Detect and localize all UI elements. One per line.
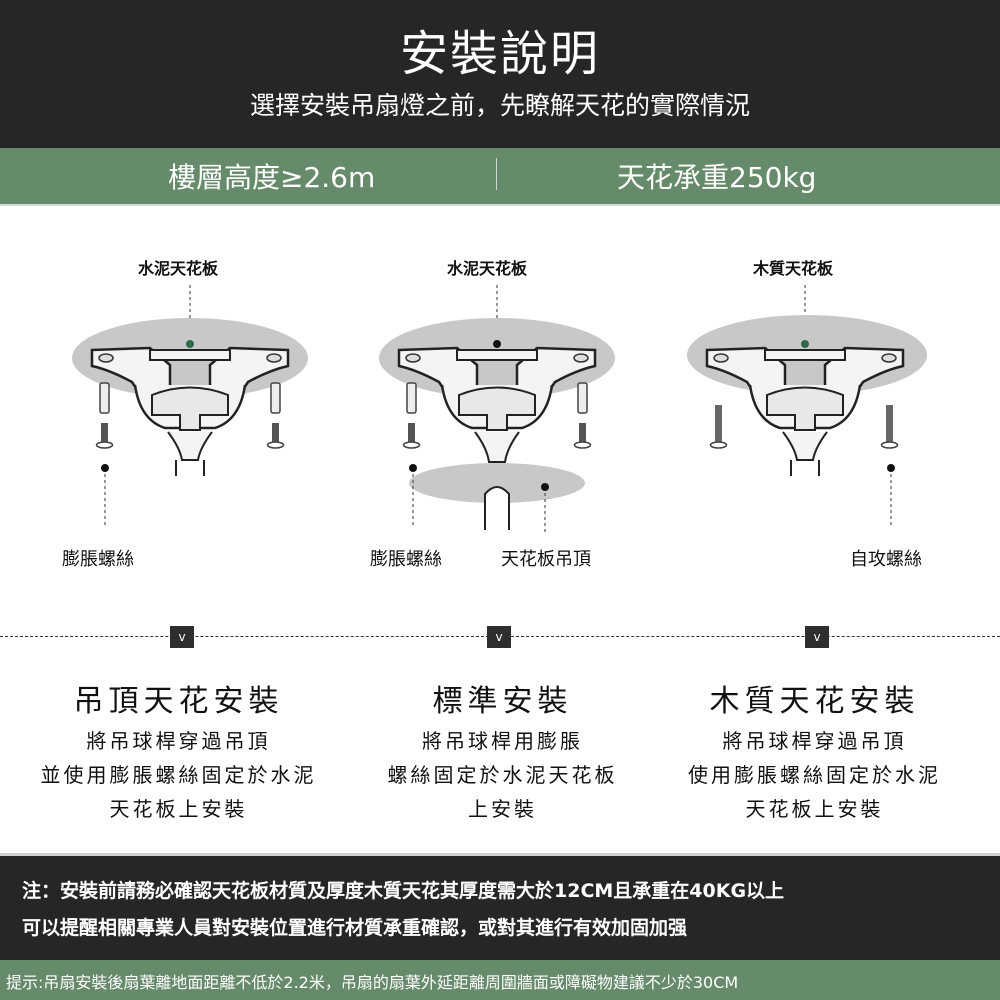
method-line: 並使用膨脹螺絲固定於水泥 xyxy=(40,763,317,787)
method-line: 將吊球桿穿過吊頂 xyxy=(86,729,271,753)
ceiling-load-spec: 天花承重250kg xyxy=(617,161,817,194)
method-line: 使用膨脹螺絲固定於水泥 xyxy=(688,763,941,787)
diagram-bottom-label: 自攻螺絲 xyxy=(850,549,922,570)
page-subtitle: 選擇安裝吊扇燈之前，先瞭解天花的實際情況 xyxy=(249,91,750,120)
chevron-down-icon: v xyxy=(805,626,829,648)
tip-bar: 提示:吊扇安裝後扇葉離地面距離不低於2.2米，吊扇的扇葉外延距離周圍牆面或障礙物… xyxy=(0,960,1000,1000)
method-title: 吊頂天花安裝 xyxy=(73,684,284,719)
diagram-bottom-label-screws: 膨脹螺絲 xyxy=(370,549,442,570)
method-line: 上安裝 xyxy=(468,797,537,821)
install-method-suspended: 吊頂天花安裝 將吊球桿穿過吊頂 並使用膨脹螺絲固定於水泥 天花板上安裝 xyxy=(12,676,345,826)
page-title: 安裝說明 xyxy=(399,26,600,82)
method-title: 木質天花安裝 xyxy=(709,684,920,719)
method-line: 天花板上安裝 xyxy=(745,797,884,821)
floor-height-spec: 樓層高度≥2.6m xyxy=(168,161,376,194)
method-line: 將吊球桿用膨脹 xyxy=(422,729,583,753)
diagram-standard: 水泥天花板 膨脹螺絲 天花板吊頂 xyxy=(350,240,670,580)
chevron-down-icon: v xyxy=(487,626,511,648)
chevron-down-icon: v xyxy=(170,626,194,648)
note-panel: 注：安裝前請務必確認天花板材質及厚度木質天花其厚度需大於12CM且承重在40KG… xyxy=(0,853,1000,960)
spec-bar: 樓層高度≥2.6m 天花承重250kg xyxy=(0,148,1000,206)
diagram-bottom-label: 膨脹螺絲 xyxy=(62,549,134,570)
diagram-top-label: 水泥天花板 xyxy=(138,259,219,278)
method-title: 標準安裝 xyxy=(432,684,573,719)
method-line: 螺絲固定於水泥天花板 xyxy=(387,763,618,787)
note-line-2: 可以提醒相關專業人員對安裝位置進行材質承重確認，或對其進行有效加固加强 xyxy=(22,917,688,939)
install-method-wood: 木質天花安裝 將吊球桿穿過吊頂 使用膨脹螺絲固定於水泥 天花板上安裝 xyxy=(648,676,981,826)
header-banner: 安裝說明 選擇安裝吊扇燈之前，先瞭解天花的實際情況 xyxy=(0,0,1000,148)
note-line-1: 注：安裝前請務必確認天花板材質及厚度木質天花其厚度需大於12CM且承重在40KG… xyxy=(22,880,785,902)
method-line: 天花板上安裝 xyxy=(109,797,248,821)
diagram-wood-ceiling: 木質天花板 自攻螺絲 xyxy=(670,240,990,580)
ceiling-mount-illustration-icon xyxy=(687,285,927,528)
ceiling-mount-illustration-icon xyxy=(72,285,308,528)
diagram-bottom-label-ceiling: 天花板吊頂 xyxy=(501,549,591,570)
diagram-top-label: 水泥天花板 xyxy=(447,259,528,278)
method-line: 將吊球桿穿過吊頂 xyxy=(722,729,907,753)
install-method-standard: 標準安裝 將吊球桿用膨脹 螺絲固定於水泥天花板 上安裝 xyxy=(336,676,669,826)
diagram-top-label: 木質天花板 xyxy=(753,259,834,278)
ceiling-mount-illustration-icon xyxy=(379,285,615,532)
diagram-suspended-ceiling: 水泥天花板 膨脹螺絲 xyxy=(40,240,360,580)
tip-text: 提示:吊扇安裝後扇葉離地面距離不低於2.2米，吊扇的扇葉外延距離周圍牆面或障礙物… xyxy=(6,973,739,992)
spec-divider xyxy=(496,158,497,190)
